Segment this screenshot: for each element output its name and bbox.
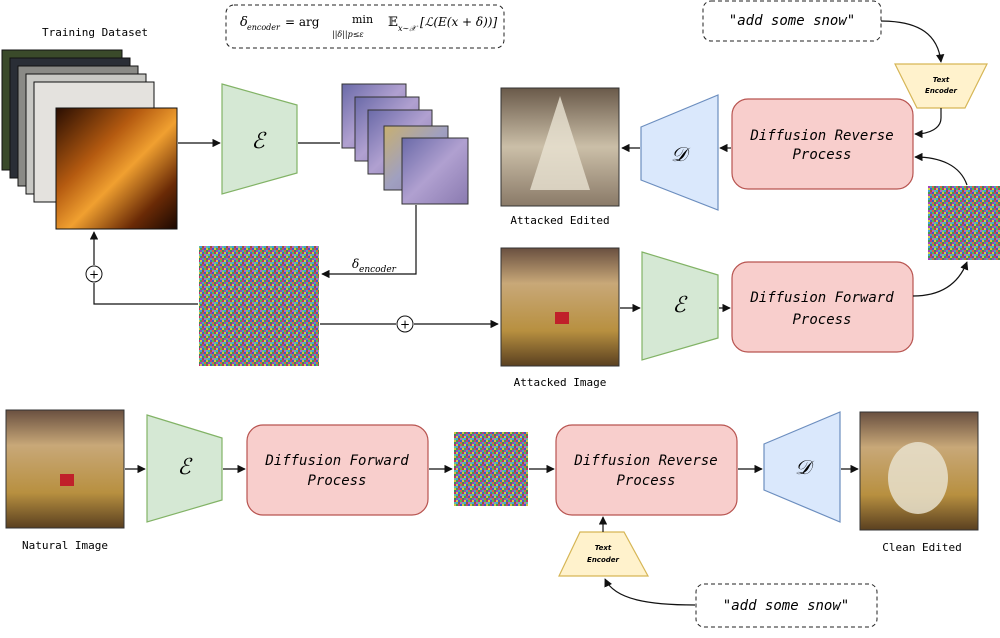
line-delta-to-plus [93,283,198,305]
top-prompt-text: "add some snow" [729,13,855,29]
formula-min-sub: ||δ||p≤ε [332,30,364,39]
feature-map-5 [401,137,469,205]
top-prompt-box [702,0,882,42]
delta-label-sub: encoder [359,265,397,275]
clean-edited-label: Clean Edited [882,541,961,554]
bottom-connectors [125,464,859,606]
plus-op-left-symbol: + [89,268,99,282]
bottom-decoder-symbol: 𝒟 [795,455,815,479]
objective-formula: δ encoder = arg min ||δ||p≤ε 𝔼 x∼𝒳 [ℒ(E(… [225,4,505,49]
bottom-text-encoder-shape [558,531,650,577]
training-dataset-label: Training Dataset [42,26,148,39]
bottom-encoder-symbol: ℰ [177,455,193,480]
natural-image [5,409,125,529]
delta-perturbation [199,246,319,366]
top-diffusion-reverse-box [731,98,914,190]
attacked-edited-label: Attacked Edited [510,214,609,227]
dataset-image-front [55,107,178,230]
training-dataset-stack [1,49,178,230]
formula-lhs: δ [240,15,248,30]
attacked-image-red-detail [555,312,569,324]
bottom-reverse-line1: Diffusion Reverse [573,453,717,469]
formula-box [225,4,505,49]
plus-op-middle-symbol: + [400,318,410,332]
natural-image-red-detail [60,474,74,486]
arrow-noise-to-reverse [914,152,968,186]
top-encoder-symbol: ℰ [251,129,267,154]
delta-label-main: δ [352,257,359,271]
plus-op-middle [396,315,414,333]
bottom-prompt-box [695,583,878,628]
arrow-textenc-to-reverse [914,108,942,139]
top-reverse-line2: Process [792,147,851,163]
arrow-prompt-to-textenc [880,20,945,63]
mid-diffusion-forward-box [731,261,914,353]
bottom-diffusion-reverse-box [555,424,738,516]
bottom-encoder [146,414,223,523]
arrow-prompt-to-textenc-bottom [604,578,696,606]
bottom-forward-line1: Diffusion Forward [264,453,409,469]
plus-op-left [85,265,103,283]
top-decoder-symbol: 𝒟 [671,142,691,166]
top-text-encoder-line1: Text [933,76,950,84]
bottom-prompt-text: "add some snow" [723,598,849,614]
bottom-forward-line2: Process [307,473,366,489]
formula-min: min [352,13,373,26]
formula-eq: = arg [285,15,320,29]
attacked-edited-tree-shape [530,96,590,190]
bottom-diffusion-forward-box [246,424,429,516]
attacked-image-label: Attacked Image [514,376,607,389]
latent-noise-bottom [454,432,528,506]
natural-image-label: Natural Image [22,539,108,552]
formula-lhs-sub: encoder [247,23,281,32]
formula-body: [ℒ(E(x + δ))] [420,15,497,29]
bottom-text-encoder-line2: Encoder [587,556,619,564]
top-encoder [221,83,298,195]
clean-edited-snow-detail [888,442,948,514]
attacked-image [500,247,620,367]
mid-encoder-symbol: ℰ [672,293,688,318]
latent-feature-stack [341,83,469,205]
arrow-forward-to-noise [912,261,969,297]
bottom-reverse-line2: Process [616,473,675,489]
top-connectors [89,20,969,329]
arrow-features-to-delta [321,205,417,279]
mid-forward-line1: Diffusion Forward [749,290,894,306]
formula-expect: 𝔼 [388,15,398,30]
top-text-encoder [894,63,988,109]
mid-encoder [641,251,719,361]
top-decoder [640,94,719,211]
bottom-decoder [763,411,841,523]
top-text-encoder-line2: Encoder [925,87,957,95]
mid-forward-line2: Process [792,312,851,328]
top-reverse-line1: Diffusion Reverse [749,128,893,144]
bottom-text-encoder-line1: Text [595,544,612,552]
formula-expect-sub: x∼𝒳 [398,24,419,33]
latent-noise-top [928,186,1000,260]
